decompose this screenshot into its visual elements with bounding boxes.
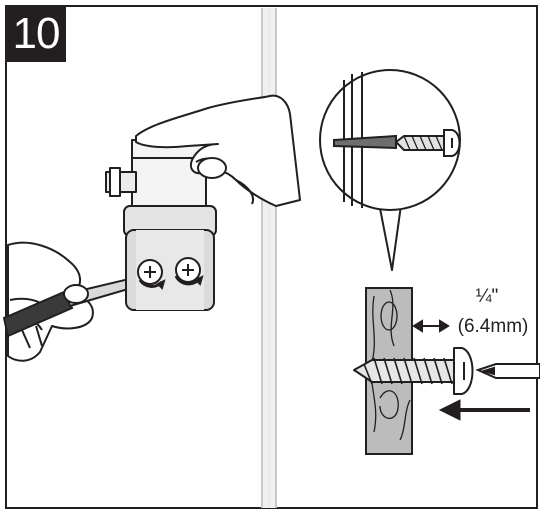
screwdriver-tip-icon bbox=[475, 363, 540, 379]
rotate-arrow-icon bbox=[137, 257, 204, 290]
dimension-metric-label: (6.4mm) bbox=[457, 316, 529, 337]
filter-head bbox=[105, 139, 217, 311]
screw-detail-icon bbox=[394, 129, 461, 157]
left-thumb bbox=[63, 284, 89, 304]
screw-icon bbox=[353, 347, 474, 395]
right-hand bbox=[135, 94, 301, 207]
push-arrow-icon bbox=[438, 399, 530, 421]
step-number-badge: 10 bbox=[6, 6, 66, 62]
dimension-fraction-label: ¼" bbox=[475, 286, 499, 307]
vertical-pipe bbox=[261, 8, 277, 508]
wall-anchor-icon bbox=[333, 134, 397, 150]
double-arrow-icon bbox=[412, 319, 450, 333]
